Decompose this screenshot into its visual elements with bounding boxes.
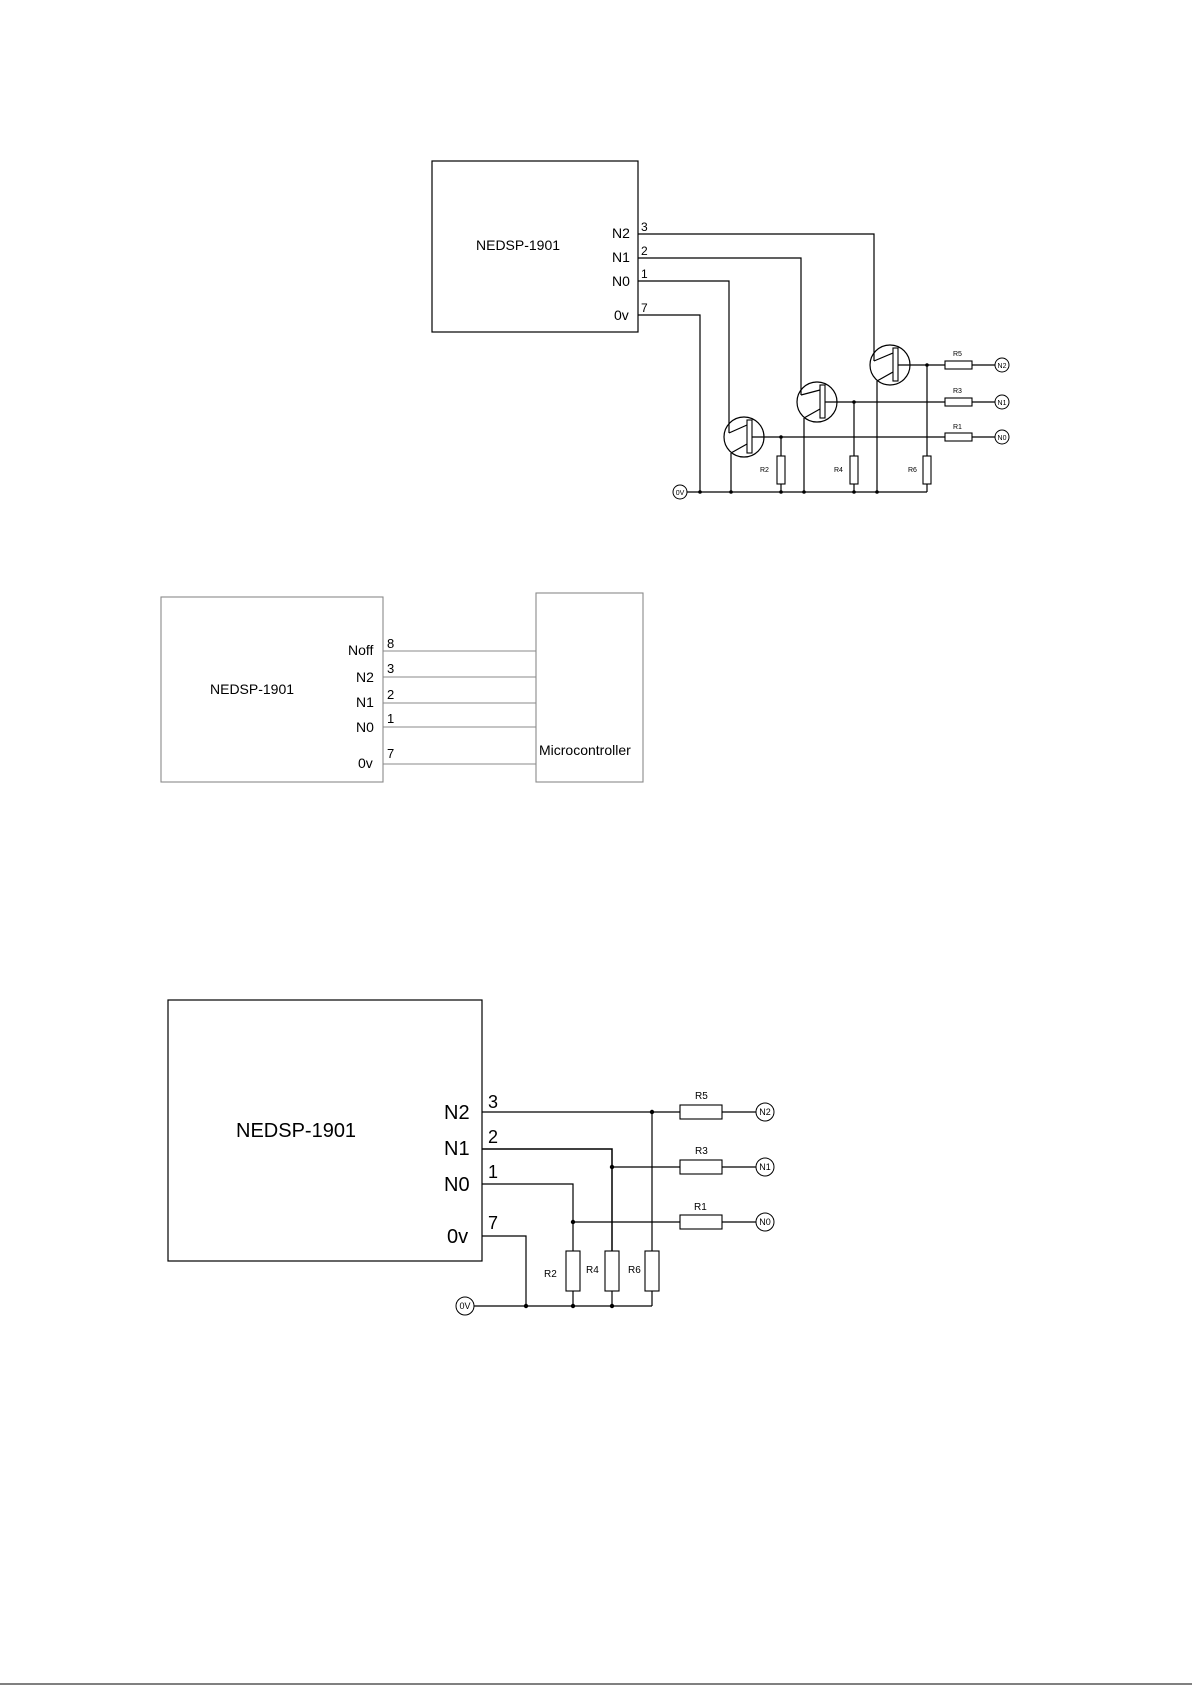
module-label: NEDSP-1901 (476, 237, 560, 253)
wire-n1 (638, 258, 801, 395)
pin-number-1: 1 (641, 267, 648, 281)
pin-label-n0: N0 (612, 273, 630, 289)
pin-number-2: 2 (488, 1127, 498, 1147)
diagram-microcontroller: NEDSP-1901 Microcontroller Noff N2 N1 N0… (161, 593, 643, 782)
pin-number-3: 3 (488, 1092, 498, 1112)
resistor-r6 (923, 456, 931, 484)
pin-label-n1: N1 (356, 694, 374, 710)
resistor-r5 (945, 361, 972, 369)
module-label: NEDSP-1901 (210, 681, 294, 697)
pin-number-2: 2 (641, 244, 648, 258)
wire-n2 (482, 1112, 652, 1251)
pin-label-n2: N2 (612, 225, 630, 241)
resistor-label-r4: R4 (586, 1265, 599, 1276)
resistor-label-r3: R3 (953, 388, 962, 395)
output-label-n2: N2 (998, 363, 1007, 370)
wire-n0 (638, 281, 729, 433)
pin-number-3: 3 (641, 220, 648, 234)
pin-number-7: 7 (641, 301, 648, 315)
resistor-r2 (777, 456, 785, 484)
resistor-r5 (680, 1105, 722, 1119)
resistor-label-r5: R5 (953, 351, 962, 358)
diagram-transistor-driver: NEDSP-1901 N2 N1 N0 0v 3 2 1 7 (432, 161, 1009, 499)
resistor-r1 (945, 433, 972, 441)
resistor-label-r2: R2 (544, 1269, 557, 1280)
pin-label-n1: N1 (444, 1138, 470, 1160)
resistor-label-r1: R1 (953, 424, 962, 431)
pin-label-n1: N1 (612, 249, 630, 265)
resistor-r2 (566, 1251, 580, 1291)
pin-label-n0: N0 (444, 1174, 470, 1196)
resistor-label-r4: R4 (834, 467, 843, 474)
pin-label-n2: N2 (444, 1102, 470, 1124)
resistor-r3 (680, 1160, 722, 1174)
pin-label-0v: 0v (358, 755, 373, 771)
resistor-label-r6: R6 (628, 1265, 641, 1276)
output-label-n0: N0 (998, 435, 1007, 442)
transistor-q1 (724, 417, 780, 457)
pin-label-0v: 0v (614, 307, 629, 323)
resistor-r6 (645, 1251, 659, 1291)
output-label-n2: N2 (759, 1107, 771, 1117)
ground-label: 0V (459, 1301, 470, 1311)
resistor-r3 (945, 398, 972, 406)
ground-label: 0V (676, 490, 685, 497)
module-label: NEDSP-1901 (236, 1120, 356, 1142)
resistor-r1 (680, 1215, 722, 1229)
pin-label-0v: 0v (447, 1226, 468, 1248)
pin-number-8: 8 (387, 636, 394, 651)
pin-label-n2: N2 (356, 669, 374, 685)
output-label-n1: N1 (998, 400, 1007, 407)
resistor-r4 (850, 456, 858, 484)
resistor-label-r5: R5 (695, 1091, 708, 1102)
resistor-label-r2: R2 (760, 467, 769, 474)
pin-number-1: 1 (488, 1162, 498, 1182)
pin-label-noff: Noff (348, 642, 374, 658)
pin-number-7: 7 (387, 746, 394, 761)
output-label-n1: N1 (759, 1162, 771, 1172)
output-label-n0: N0 (759, 1217, 771, 1227)
pin-number-7: 7 (488, 1213, 498, 1233)
wire-0v (482, 1236, 526, 1306)
resistor-label-r3: R3 (695, 1146, 708, 1157)
wire-0v (638, 315, 700, 492)
diagram-resistor-network: NEDSP-1901 N2 N1 N0 0v 3 2 1 7 R5 R3 R1 … (168, 1000, 774, 1315)
wire-n2 (638, 234, 874, 361)
transistor-q3 (870, 345, 928, 385)
pin-number-1: 1 (387, 711, 394, 726)
pin-label-n0: N0 (356, 719, 374, 735)
pin-number-2: 2 (387, 687, 394, 702)
microcontroller-label: Microcontroller (539, 742, 631, 758)
resistor-label-r1: R1 (694, 1202, 707, 1213)
pin-number-3: 3 (387, 661, 394, 676)
transistor-q2 (797, 382, 853, 422)
resistor-label-r6: R6 (908, 467, 917, 474)
resistor-r4 (605, 1251, 619, 1291)
